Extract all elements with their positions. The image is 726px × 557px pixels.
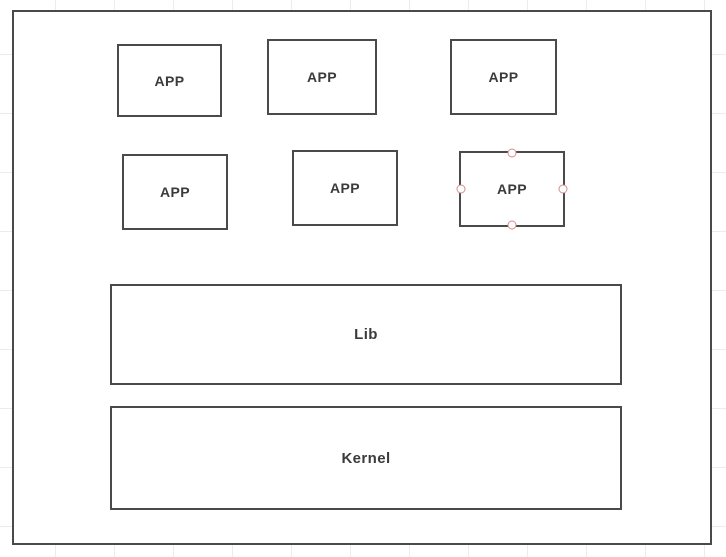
node-app-2[interactable]: APP xyxy=(267,39,377,115)
node-app-1[interactable]: APP xyxy=(117,44,222,117)
node-label-app-4: APP xyxy=(160,184,190,200)
node-lib[interactable]: Lib xyxy=(110,284,622,385)
node-label-app-6: APP xyxy=(497,181,527,197)
node-label-app-2: APP xyxy=(307,69,337,85)
node-kernel[interactable]: Kernel xyxy=(110,406,622,510)
node-app-3[interactable]: APP xyxy=(450,39,557,115)
resize-handle-top-icon[interactable] xyxy=(507,148,517,158)
node-app-5[interactable]: APP xyxy=(292,150,398,226)
node-label-app-5: APP xyxy=(330,180,360,196)
resize-handle-left-icon[interactable] xyxy=(456,184,466,194)
node-label-app-1: APP xyxy=(154,72,185,89)
node-label-app-3: APP xyxy=(488,69,519,85)
node-app-4[interactable]: APP xyxy=(122,154,228,230)
node-label-lib: Lib xyxy=(354,326,378,343)
resize-handle-right-icon[interactable] xyxy=(558,184,568,194)
node-label-kernel: Kernel xyxy=(341,449,391,467)
resize-handle-bottom-icon[interactable] xyxy=(507,220,517,230)
node-app-6-selected[interactable]: APP xyxy=(456,148,568,230)
